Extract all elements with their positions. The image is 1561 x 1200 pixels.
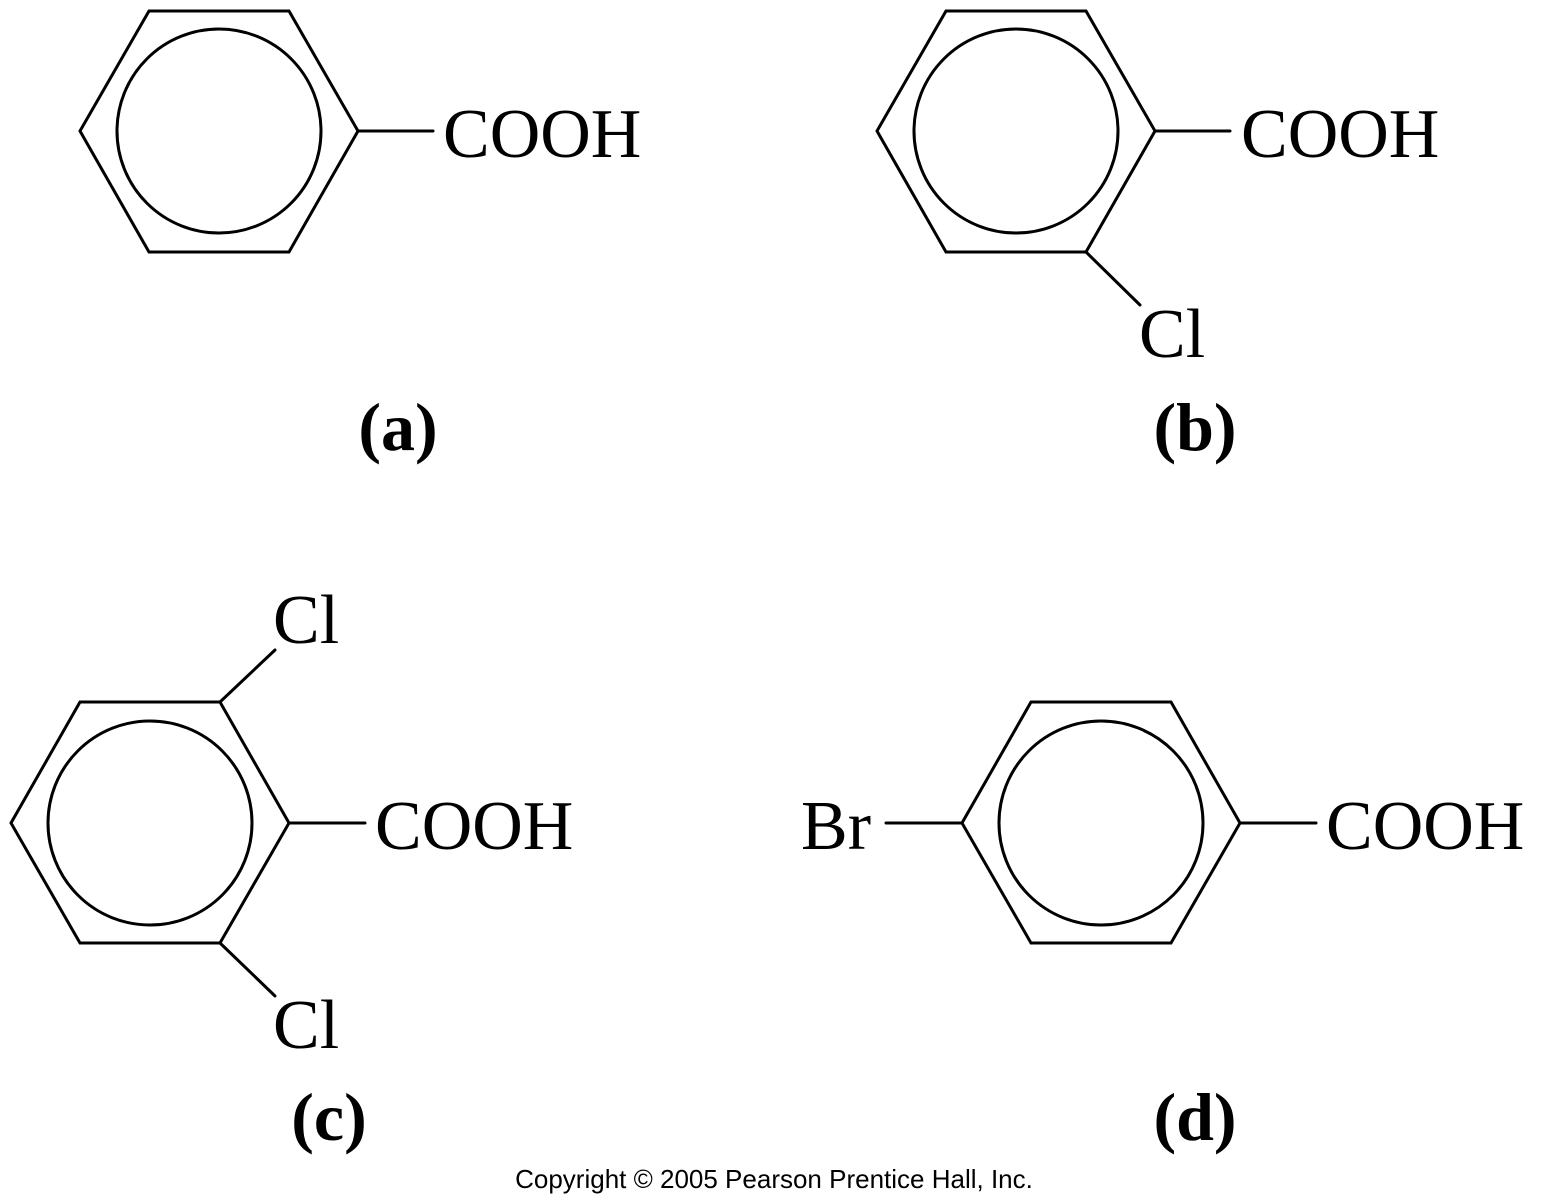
substituent-c-cl-bottom: Cl bbox=[273, 987, 339, 1064]
molecule-c: Cl COOH Cl (c) bbox=[9, 582, 573, 1155]
substituent-a-cooh: COOH bbox=[443, 96, 641, 173]
aromatic-circle-c bbox=[46, 719, 254, 927]
aromatic-circle-a bbox=[115, 27, 323, 235]
substituent-b-cooh: COOH bbox=[1241, 96, 1439, 173]
molecule-label-c: (c) bbox=[291, 1079, 366, 1155]
aromatic-circle-d bbox=[997, 719, 1205, 927]
molecule-d: Br COOH (d) bbox=[801, 700, 1524, 1155]
molecule-label-b: (b) bbox=[1153, 389, 1236, 465]
bond-c-cl-bottom bbox=[218, 941, 277, 998]
copyright-notice: Copyright © 2005 Pearson Prentice Hall, … bbox=[515, 1164, 1033, 1194]
molecule-label-a: (a) bbox=[358, 389, 437, 465]
benzene-ring-a bbox=[78, 9, 360, 254]
substituent-c-cooh: COOH bbox=[375, 788, 573, 865]
aromatic-circle-b bbox=[912, 27, 1120, 235]
substituent-c-cl-top: Cl bbox=[273, 582, 339, 659]
benzene-ring-c bbox=[9, 700, 291, 945]
molecule-a: COOH (a) bbox=[78, 9, 641, 465]
benzene-ring-d bbox=[960, 700, 1242, 945]
substituent-d-br: Br bbox=[801, 788, 871, 865]
molecule-b: COOH Cl (b) bbox=[875, 9, 1439, 465]
substituent-d-cooh: COOH bbox=[1326, 788, 1524, 865]
bond-b-cl bbox=[1084, 250, 1142, 307]
molecule-label-d: (d) bbox=[1153, 1079, 1236, 1155]
bond-c-cl-top bbox=[218, 648, 277, 704]
benzene-ring-b bbox=[875, 9, 1157, 254]
substituent-b-cl: Cl bbox=[1139, 296, 1205, 373]
